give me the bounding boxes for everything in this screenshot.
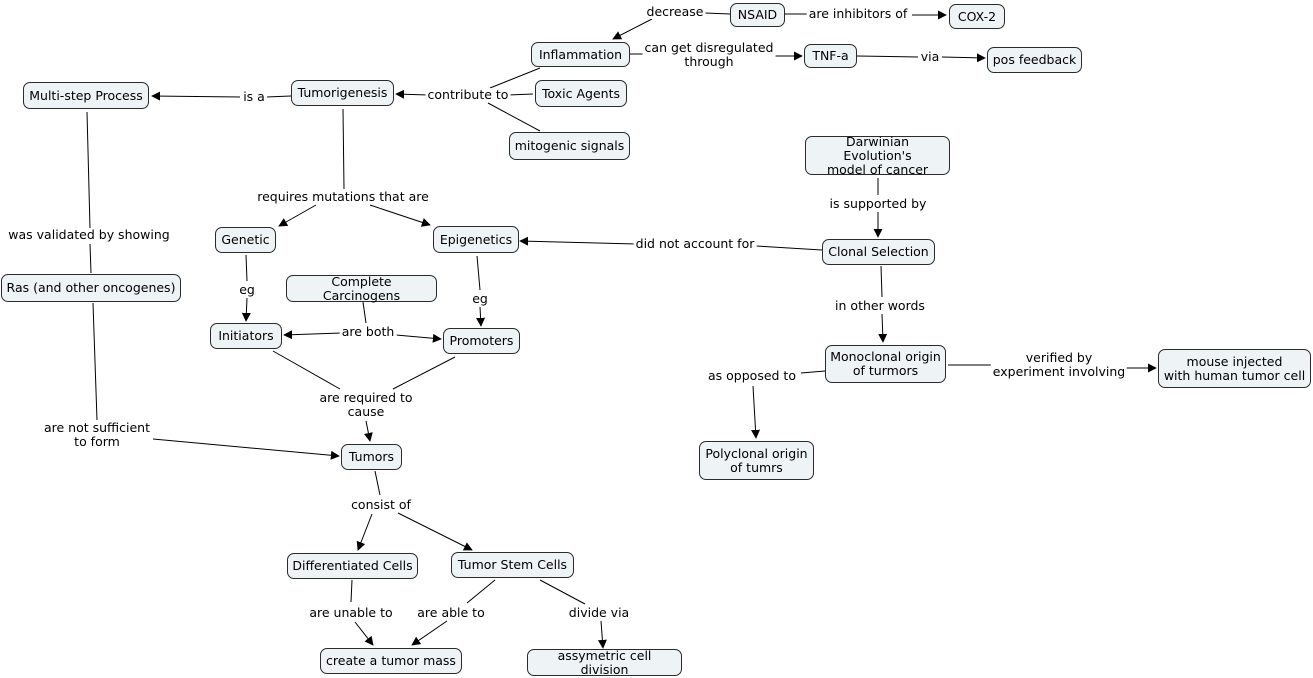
link-as-opposed-to: as opposed to [706, 368, 798, 383]
edge-clonal-iow [880, 265, 883, 298]
link-requires-mutations: requires mutations that are [255, 189, 431, 204]
link-is-a: is a [241, 89, 267, 104]
node-mouse[interactable]: mouse injected with human tumor cell [1158, 349, 1311, 388]
edge-req-tumors [363, 420, 373, 442]
link-decrease: decrease [644, 4, 706, 19]
node-ras[interactable]: Ras (and other oncogenes) [1, 274, 181, 302]
edge-req-epi [369, 204, 431, 227]
node-cox2[interactable]: COX-2 [949, 4, 1005, 29]
edge-tumorig-req [342, 108, 345, 190]
link-are-both: are both [339, 324, 397, 339]
link-contribute-to: contribute to [425, 87, 511, 102]
edge-mono-opposed [800, 370, 826, 374]
link-are-unable-to: are unable to [307, 605, 395, 620]
node-multi-step[interactable]: Multi-step Process [23, 82, 149, 109]
edge-req-genetic [278, 204, 317, 227]
edge-eg-initiators [241, 297, 251, 322]
edge-opposed-poly [751, 385, 761, 439]
edge-ras-notsuff [92, 302, 98, 421]
edge-tumorig-isa [265, 95, 292, 98]
link-did-not-account: did not account for [633, 236, 757, 251]
edge-consist-diff [356, 513, 373, 551]
node-genetic[interactable]: Genetic [215, 227, 276, 253]
edge-tumors-consist [374, 470, 381, 496]
edge-stem-able [466, 579, 496, 604]
node-tnfa[interactable]: TNF-a [804, 44, 857, 68]
link-eg-genetic: eg [237, 282, 257, 297]
edge-stem-divide [539, 579, 586, 605]
link-consist-of: consist of [349, 497, 413, 512]
edge-genetic-eg [245, 254, 248, 282]
edge-areboth-initiators [283, 330, 342, 340]
link-are-inhibitors-of: are inhibitors of [806, 6, 910, 21]
node-epigenetics[interactable]: Epigenetics [433, 226, 519, 253]
node-tumor-mass[interactable]: create a tumor mass [320, 648, 462, 674]
node-promoters[interactable]: Promoters [443, 328, 520, 354]
edge-unable-mass [354, 621, 374, 646]
edge-inflam-contrib [489, 67, 541, 89]
edge-iow-mono [878, 313, 888, 343]
link-was-validated: was validated by showing [6, 227, 172, 242]
edge-epi-eg [476, 255, 481, 291]
edge-divide-asym [597, 620, 607, 649]
link-eg-epigenetic: eg [470, 291, 490, 306]
edge-eg-promoters [476, 306, 486, 327]
edge-isa-multistep [151, 91, 241, 101]
edge-complete-areboth [362, 301, 367, 324]
edge-nsaid-decrease [704, 12, 731, 15]
node-asymmetric-division[interactable]: assymetric cell division [527, 648, 682, 676]
edge-val-ras [89, 243, 92, 274]
edge-contrib-tumorig [395, 89, 429, 99]
node-pos-feedback[interactable]: pos feedback [987, 47, 1082, 73]
node-tumors[interactable]: Tumors [341, 444, 402, 470]
edge-diff-unable [350, 579, 353, 603]
node-tumorigenesis[interactable]: Tumorigenesis [291, 80, 394, 106]
edge-didnot-epi [519, 236, 638, 246]
link-divide-via: divide via [566, 605, 632, 620]
link-can-get-disregulated: can get disregulated through [642, 40, 776, 69]
node-polyclonal[interactable]: Polyclonal origin of tumrs [699, 441, 814, 480]
edge-init-req [272, 350, 341, 390]
link-are-not-sufficient: are not sufficient to form [41, 420, 153, 449]
link-verified-by: verified by experiment involving [990, 350, 1128, 379]
edge-areboth-promoters [395, 333, 442, 343]
node-tumor-stem-cells[interactable]: Tumor Stem Cells [451, 552, 574, 578]
edge-tnfa-via [856, 55, 919, 58]
edge-decrease-inflammation [612, 18, 653, 40]
edge-mito-contrib [487, 102, 541, 132]
edge-consist-stem [397, 512, 473, 551]
node-initiators[interactable]: Initiators [210, 323, 282, 349]
node-monoclonal[interactable]: Monoclonal origin of turmors [825, 345, 946, 383]
link-via: via [918, 49, 942, 64]
node-inflammation[interactable]: Inflammation [531, 42, 630, 67]
link-are-required: are required to cause [317, 390, 415, 419]
link-in-other-words: in other words [833, 298, 927, 313]
link-is-supported-by: is supported by [827, 196, 929, 211]
node-clonal[interactable]: Clonal Selection [822, 239, 935, 265]
node-differentiated-cells[interactable]: Differentiated Cells [287, 553, 418, 579]
node-nsaid[interactable]: NSAID [730, 3, 785, 27]
node-mitogenic[interactable]: mitogenic signals [509, 132, 630, 160]
node-darwinian[interactable]: Darwinian Evolution's model of cancer [805, 134, 950, 176]
edge-notsuff-tumors [152, 438, 340, 460]
edge-prom-req [392, 356, 456, 390]
edge-clonal-didnot [755, 245, 823, 251]
edge-multistep-val [86, 111, 91, 229]
link-are-able-to: are able to [415, 605, 487, 620]
edge-via-posfb [941, 53, 986, 63]
node-complete-carcinogens[interactable]: Complete Carcinogens [286, 274, 437, 302]
edge-toxic-contrib [507, 93, 534, 96]
edge-able-mass [411, 620, 448, 646]
node-toxic-agents[interactable]: Toxic Agents [535, 80, 627, 107]
